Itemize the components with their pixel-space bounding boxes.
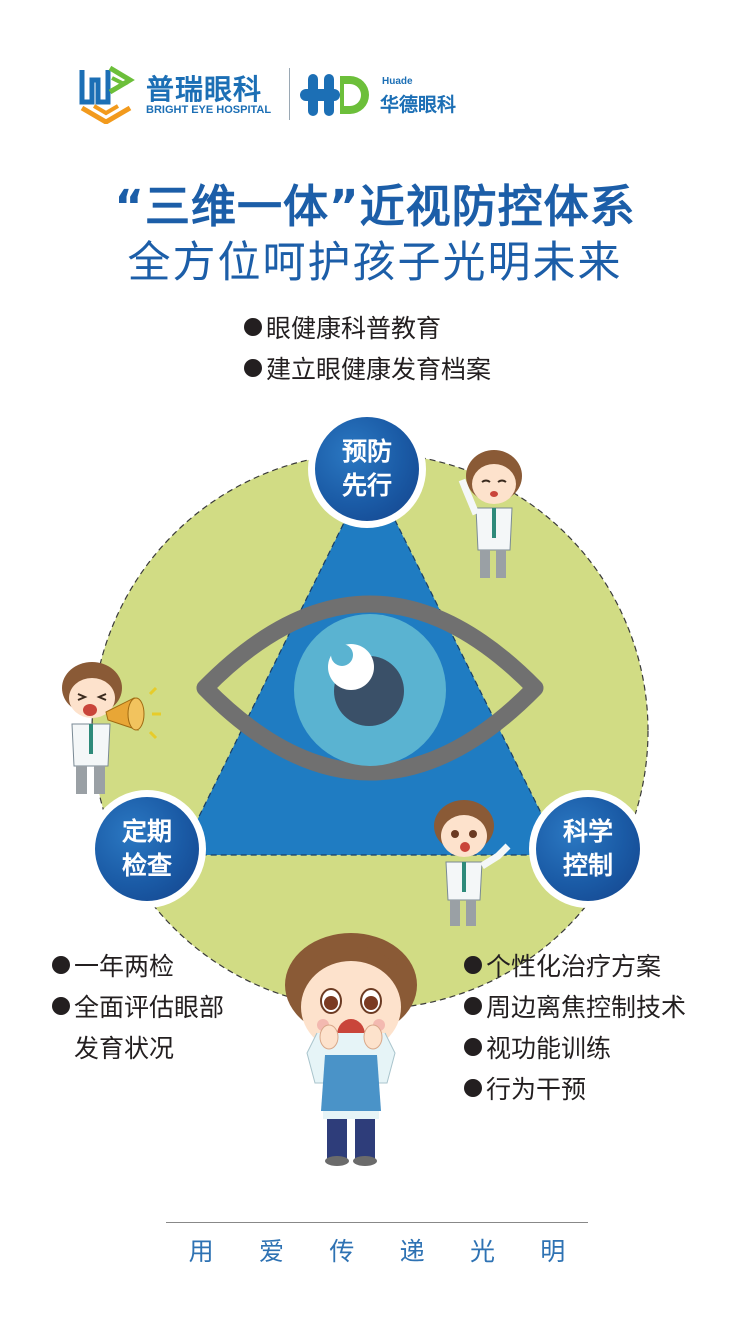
child-illustration — [285, 933, 417, 1166]
list-item: 行为干预 — [464, 1069, 686, 1110]
list-item-continuation: 发育状况 — [74, 1034, 175, 1063]
pillar-label: 控制 — [562, 851, 613, 880]
bullet-icon — [464, 997, 482, 1015]
logo-right-name: 华德眼科 — [380, 94, 457, 116]
doctor-illustration — [458, 450, 522, 578]
pillar-prevention-badge: 预防 先行 — [308, 410, 426, 528]
bullet-icon — [464, 956, 482, 974]
footer-slogan: 用 爱 传 递 光 明 — [188, 1237, 566, 1266]
control-bullets: 个性化治疗方案 周边离焦控制技术 视功能训练 行为干预 — [464, 946, 686, 1110]
list-item: 眼健康科普教育 — [244, 308, 491, 349]
checkup-bullets: 一年两检 全面评估眼部 发育状况 — [52, 946, 224, 1069]
megaphone-icon — [105, 686, 161, 740]
pillar-label: 定期 — [121, 817, 172, 846]
logo-right-english: Huade — [382, 76, 413, 87]
list-item: 周边离焦控制技术 — [464, 987, 686, 1028]
eye-icon — [196, 595, 544, 781]
bullet-icon — [464, 1079, 482, 1097]
page-title: “三维一体”近视防控体系 — [114, 180, 636, 233]
bright-eye-logo-icon — [79, 65, 135, 124]
pillar-checkup-badge: 定期 检查 — [88, 790, 206, 908]
logo-left-english: BRIGHT EYE HOSPITAL — [146, 104, 272, 116]
logo-divider — [289, 68, 290, 120]
pillar-label: 预防 — [341, 437, 392, 466]
hd-logo-icon — [300, 74, 369, 116]
bullet-icon — [52, 956, 70, 974]
bullet-icon — [52, 997, 70, 1015]
pillar-label: 先行 — [341, 471, 392, 500]
doctor-illustration — [434, 800, 511, 926]
footer-divider — [166, 1222, 588, 1223]
pillar-label: 科学 — [562, 817, 613, 846]
prevention-bullets: 眼健康科普教育 建立眼健康发育档案 — [244, 308, 491, 390]
list-item: 全面评估眼部 — [52, 987, 224, 1028]
bullet-icon — [244, 318, 262, 336]
doctor-illustration — [62, 662, 161, 794]
bullet-icon — [244, 359, 262, 377]
list-item: 建立眼健康发育档案 — [244, 349, 491, 390]
pillar-label: 检查 — [121, 851, 172, 880]
header-logos: 普瑞眼科 BRIGHT EYE HOSPITAL Huade 华德眼科 — [78, 62, 478, 124]
logo-left-name: 普瑞眼科 — [146, 73, 263, 106]
list-item: 一年两检 — [52, 946, 224, 987]
list-item: 视功能训练 — [464, 1028, 686, 1069]
page-subtitle: 全方位呵护孩子光明未来 — [127, 238, 623, 288]
pillar-control-badge: 科学 控制 — [529, 790, 647, 908]
bullet-icon — [464, 1038, 482, 1056]
list-item: 个性化治疗方案 — [464, 946, 686, 987]
